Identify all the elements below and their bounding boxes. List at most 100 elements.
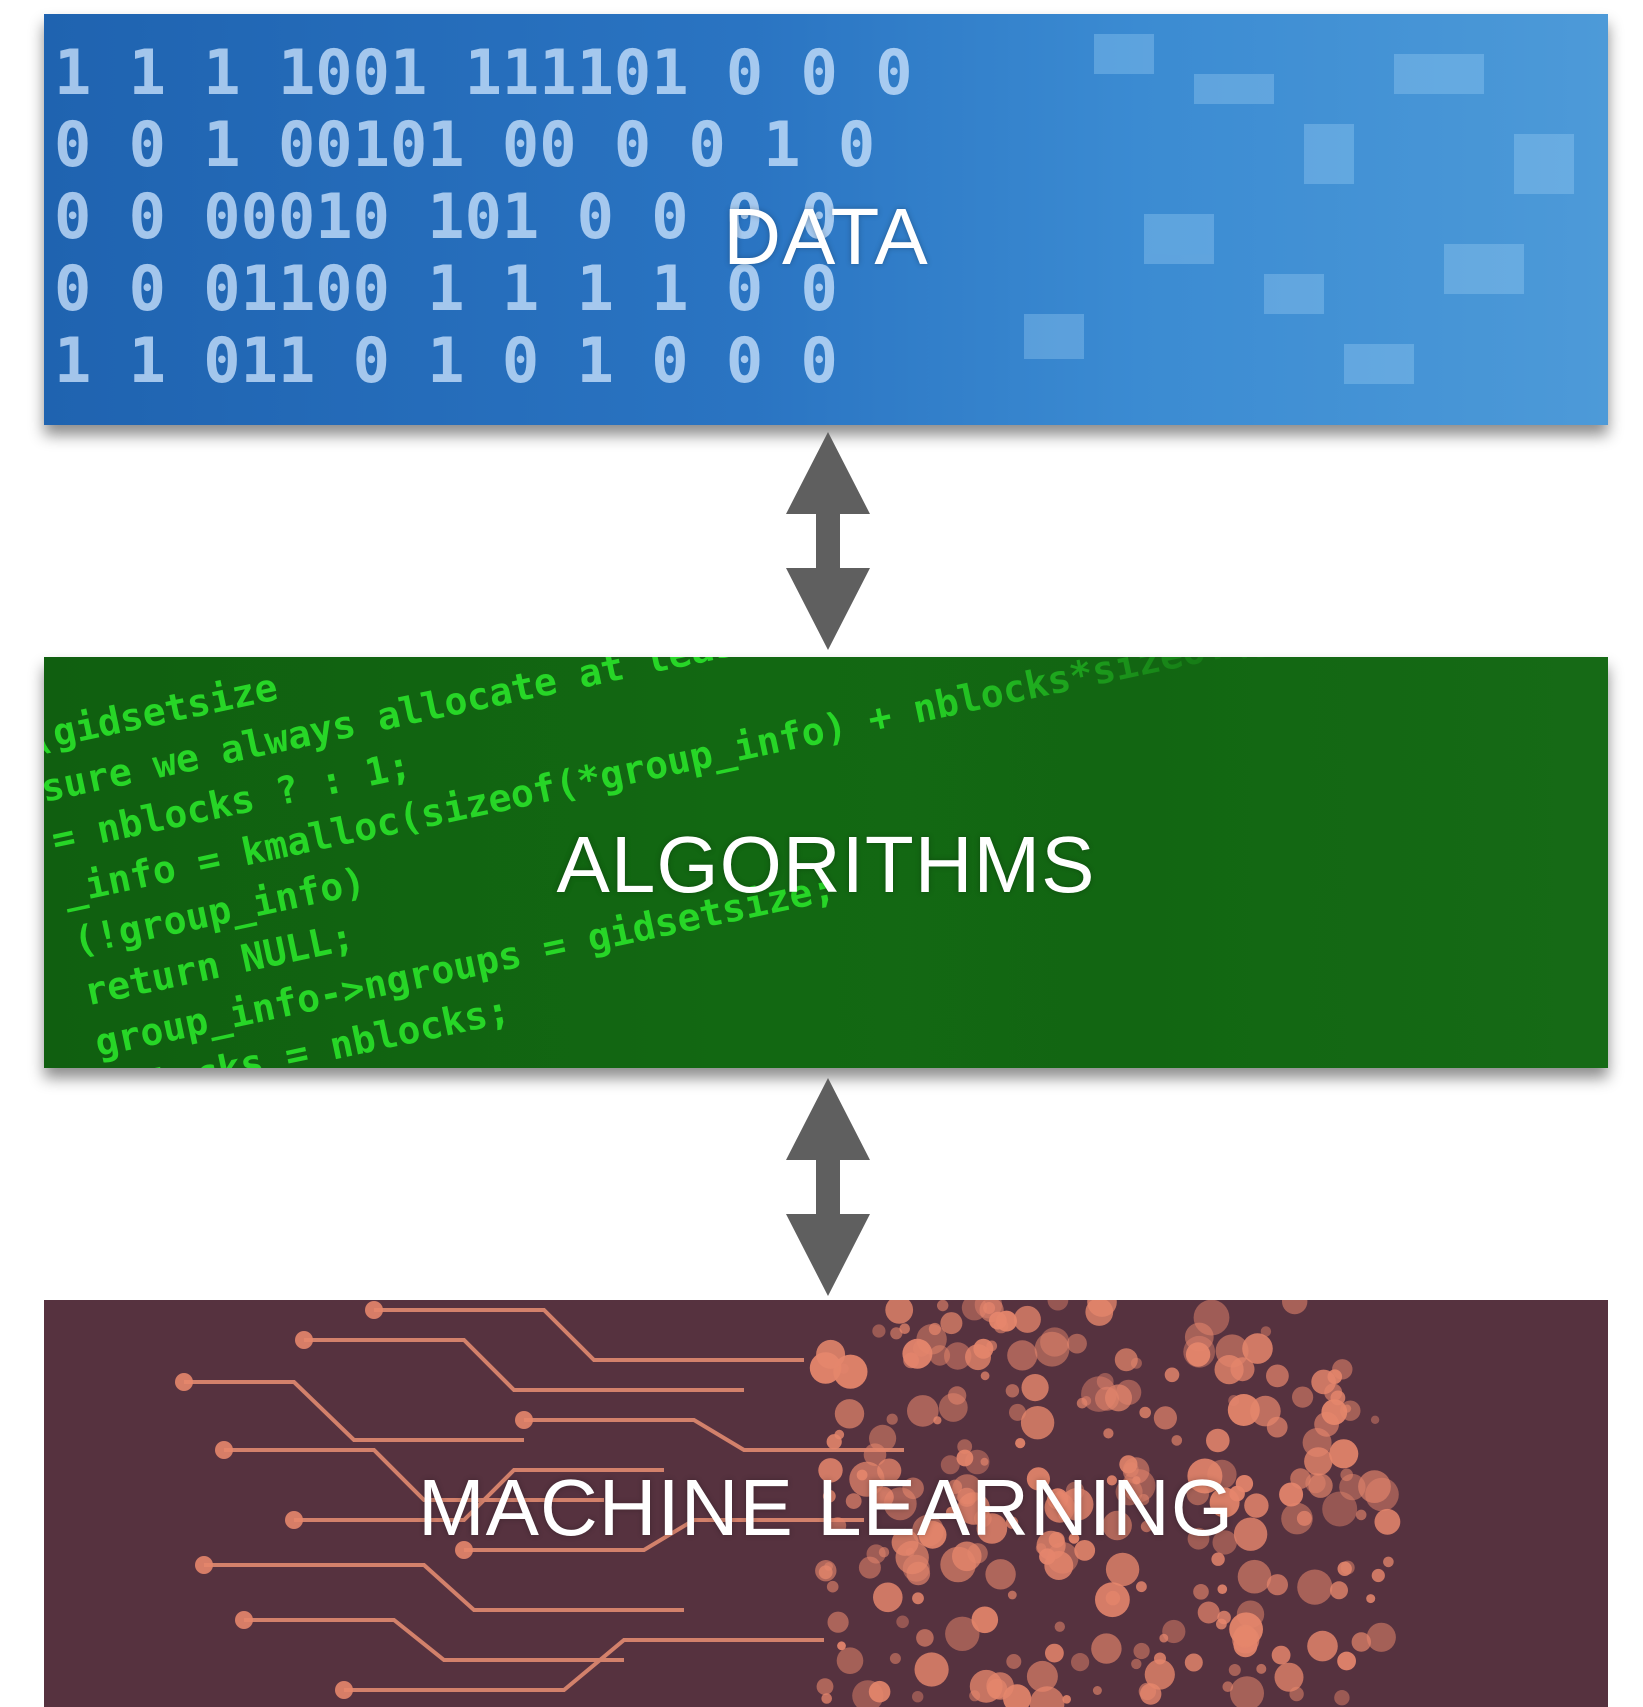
circuit-dot [868,1680,891,1703]
circuit-dot [845,1493,862,1509]
circuit-dot [1383,1556,1394,1568]
circuit-dot [1096,1373,1114,1390]
circuit-dot [1005,1516,1019,1529]
circuit-dot [1355,1509,1367,1521]
circuit-dot [985,1559,1016,1590]
circuit-dot [916,1629,934,1647]
circuit-dot [1081,1376,1117,1412]
circuit-dot [914,1652,949,1687]
circuit-dot [826,1580,839,1593]
binary-background: 1 1 1 1001 111101 0 0 00 0 1 00101 00 0 … [54,34,1574,397]
circuit-dot [1139,1406,1151,1419]
circuit-dot [969,1690,981,1702]
circuit-dot [1013,1305,1041,1333]
circuit-dot [1297,1569,1333,1605]
circuit-dot [1322,1491,1358,1527]
circuit-dot [890,1327,903,1340]
circuit-dot [1007,1590,1017,1600]
circuit-dot [889,1653,901,1664]
circuit-dot [1289,1686,1304,1702]
circuit-dot [1340,1400,1361,1421]
circuit-dot [1154,1652,1166,1665]
double-arrow-icon [786,1078,870,1296]
circuit-dot [816,1339,846,1369]
circuit-dot [1197,1601,1220,1624]
algorithms-panel: (gidsetsizesure we always allocate at le… [44,657,1608,1068]
circuit-dot [940,1455,960,1475]
circuit-dot [1092,1686,1102,1695]
circuit-dot [1065,1481,1085,1501]
circuit-dot [1006,1654,1022,1669]
circuit-dot [1136,1581,1147,1593]
circuit-dot [1374,1508,1401,1535]
circuit-dot [1184,1322,1214,1352]
data-label: DATA [723,192,929,281]
circuit-dot [834,1399,865,1429]
circuit-dot [1212,1530,1237,1555]
circuit-dot [1305,1472,1326,1494]
circuit-dot [1186,1482,1210,1506]
circuit-dot [1250,1395,1281,1427]
circuit-dot [1164,1367,1180,1383]
circuit-dot [1133,1642,1150,1660]
circuit-dot [1214,1355,1244,1385]
circuit-dot [1103,1428,1114,1439]
machine-learning-panel: MACHINE LEARNING [44,1300,1608,1707]
circuit-dot [1266,1574,1288,1596]
circuit-dot [1091,1633,1122,1664]
circuit-dot [1140,1520,1153,1533]
circuit-dot [1047,1488,1069,1510]
circuit-dot [1228,1664,1241,1676]
circuit-dot [983,1302,996,1314]
circuit-dot [1105,1384,1132,1412]
circuit-dot [816,1678,834,1695]
circuit-dot [1274,1662,1304,1692]
circuit-dot [1260,1326,1272,1337]
circuit-head-background [175,1300,1401,1707]
circuit-dot [928,1322,942,1336]
circuit-dot [1366,1594,1376,1604]
circuit-dot [877,1458,902,1483]
circuit-dot [956,1449,974,1467]
circuit-dot [896,1615,909,1629]
circuit-dot [836,1647,864,1674]
circuit-dot [1062,1695,1071,1704]
circuit-dot [937,1300,949,1312]
circuit-dot [1271,1645,1291,1665]
circuit-dot [821,1693,832,1704]
circuit-dot [1115,1478,1143,1506]
circuit-dot [1159,1633,1169,1643]
circuit-dot [1021,1374,1049,1402]
circuit-dot [1279,1482,1304,1507]
circuit-dot [940,1546,976,1583]
circuit-dot [1206,1428,1230,1453]
binary-row: 1 1 1 1001 111101 0 0 0 [54,36,913,109]
circuit-dot [1365,1477,1399,1512]
circuit-dot [947,1386,967,1405]
circuit-dot [1140,1683,1162,1705]
circuit-dot [1207,1459,1237,1490]
circuit-dot [1130,1357,1142,1369]
circuit-dot [1321,1399,1348,1425]
circuit-dot [1266,1364,1289,1388]
circuit-dot [1329,1439,1359,1469]
circuit-dot [1222,1681,1234,1692]
circuit-dot [873,1582,903,1613]
circuit-dot [1153,1406,1177,1430]
circuit-dot [940,1312,963,1335]
circuit-dot [986,1672,1014,1700]
binary-row: 0 0 00010 101 0 0 0 0 [54,180,838,253]
machine-learning-label: MACHINE LEARNING [417,1463,1235,1552]
circuit-dot [1256,1663,1267,1674]
circuit-dot [1229,1612,1263,1647]
circuit-dot [1217,1584,1228,1594]
circuit-dot [1114,1348,1138,1372]
code-background: (gidsetsizesure we always allocate at le… [44,657,1608,1068]
circuit-dot [912,1592,924,1605]
circuit-dot [872,1486,894,1508]
circuit-dot [1102,1510,1132,1541]
circuit-dot [1340,1560,1355,1575]
circuit-dot [878,1547,890,1558]
circuit-dot [1054,1621,1065,1632]
circuit-dot [1307,1630,1338,1662]
